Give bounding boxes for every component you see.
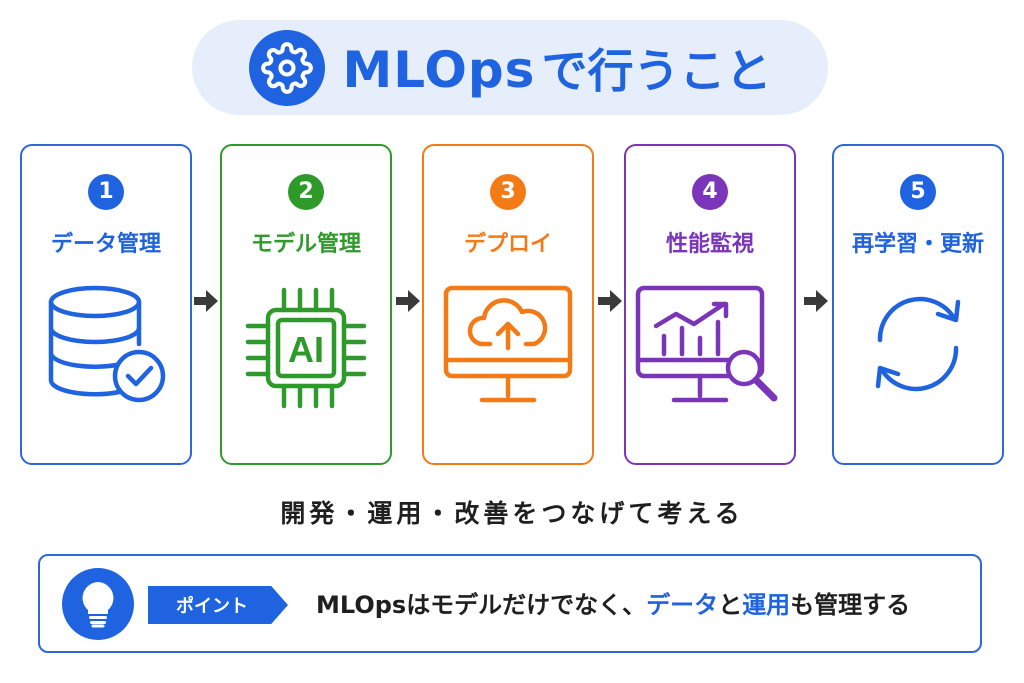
ai-chip-icon: AI [242, 284, 370, 416]
step-card-data-management: 1 データ管理 [20, 144, 192, 465]
database-check-icon [41, 284, 171, 408]
step-card-deploy: 3 デプロイ [422, 144, 594, 465]
page-title: MLOps で行うこと [343, 35, 772, 101]
step-label-1: データ管理 [50, 232, 161, 257]
title-en: MLOps [342, 40, 536, 99]
title-jp: で行うこと [541, 43, 772, 98]
title-banner: MLOps で行うこと [192, 20, 828, 115]
point-tag: ポイント [148, 586, 288, 624]
point-text-part-1: MLOpsはモデルだけでなく、 [316, 591, 647, 619]
arrow-right-icon [804, 290, 828, 312]
step-card-retraining-update: 5 再学習・更新 [832, 144, 1004, 465]
point-text-part-3: と [718, 591, 743, 619]
ai-chip-label: AI [288, 329, 324, 370]
point-text-highlight-data: データ [646, 591, 719, 619]
step-card-model-management: 2 モデル管理 AI [220, 144, 392, 465]
step-label-3: デプロイ [463, 232, 552, 257]
point-text-highlight-operation: 運用 [742, 591, 791, 619]
step-number-2: 2 [288, 174, 324, 210]
step-number-4: 4 [692, 174, 728, 210]
step-label-2: モデル管理 [250, 232, 361, 257]
refresh-cycle-icon [858, 284, 978, 408]
step-label-4: 性能監視 [665, 232, 754, 257]
point-box: ポイント MLOpsはモデルだけでなく、データと運用も管理する [38, 554, 982, 653]
arrow-right-icon [598, 290, 622, 312]
step-number-1: 1 [88, 174, 124, 210]
step-number-5: 5 [900, 174, 936, 210]
step-number-3: 3 [490, 174, 526, 210]
step-card-performance-monitoring: 4 性能監視 [624, 144, 796, 465]
lightbulb-icon [62, 568, 134, 640]
step-label-5: 再学習・更新 [851, 232, 984, 257]
cloud-upload-monitor-icon [442, 284, 574, 412]
point-text: MLOpsはモデルだけでなく、データと運用も管理する [316, 586, 910, 624]
gear-icon [248, 29, 325, 106]
caption-text: 開発・運用・改善をつなげて考える [280, 499, 744, 528]
chart-monitor-magnifier-icon [634, 284, 786, 416]
point-text-part-5: も管理する [790, 591, 911, 619]
arrow-right-icon [194, 290, 218, 312]
arrow-right-icon [396, 290, 420, 312]
